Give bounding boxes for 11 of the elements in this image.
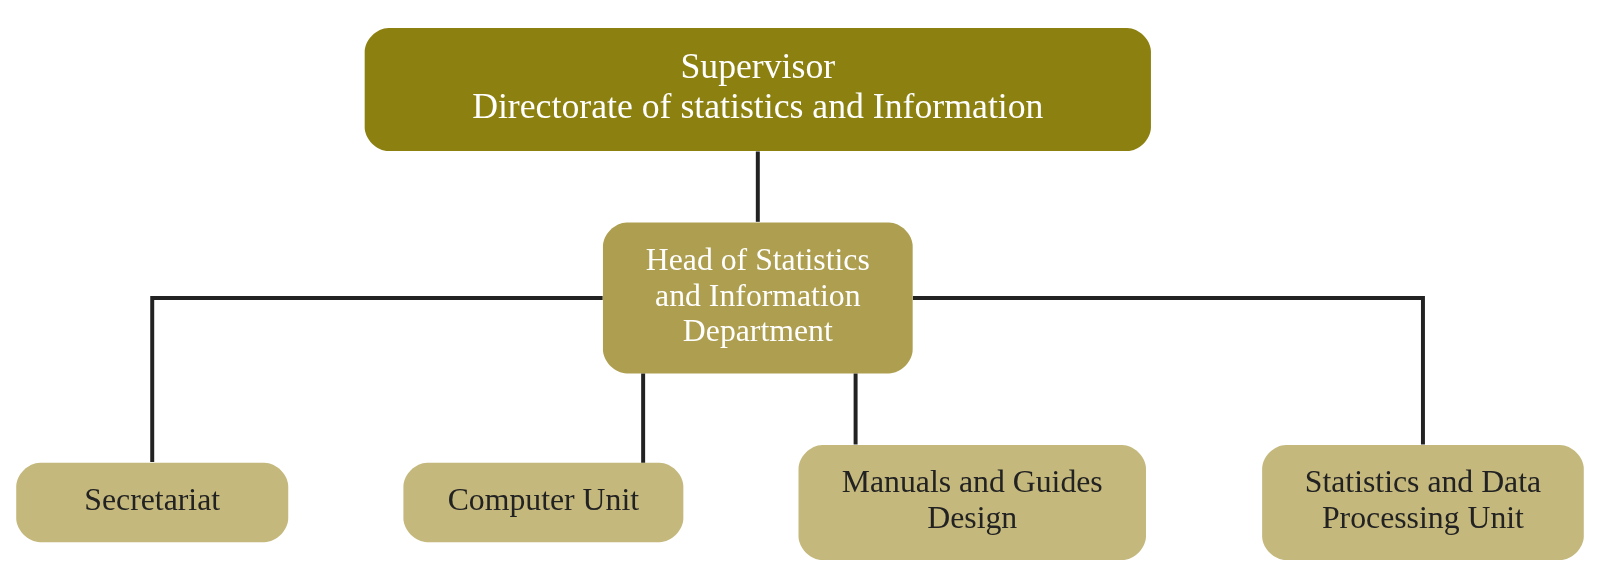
node-box: Head of Statistics and Information Department	[602, 222, 913, 373]
connector	[853, 373, 858, 444]
node-box: Supervisor Directorate of statistics and Information	[364, 27, 1151, 151]
connector	[150, 295, 603, 462]
node-box: Secretariat	[16, 462, 289, 542]
connector	[912, 295, 1425, 444]
connector	[755, 151, 760, 222]
connector	[641, 373, 646, 463]
node-box: Computer Unit	[403, 462, 684, 542]
node-box: Statistics and Data Processing Unit	[1262, 444, 1584, 560]
node-box: Manuals and Guides Design	[798, 444, 1146, 560]
